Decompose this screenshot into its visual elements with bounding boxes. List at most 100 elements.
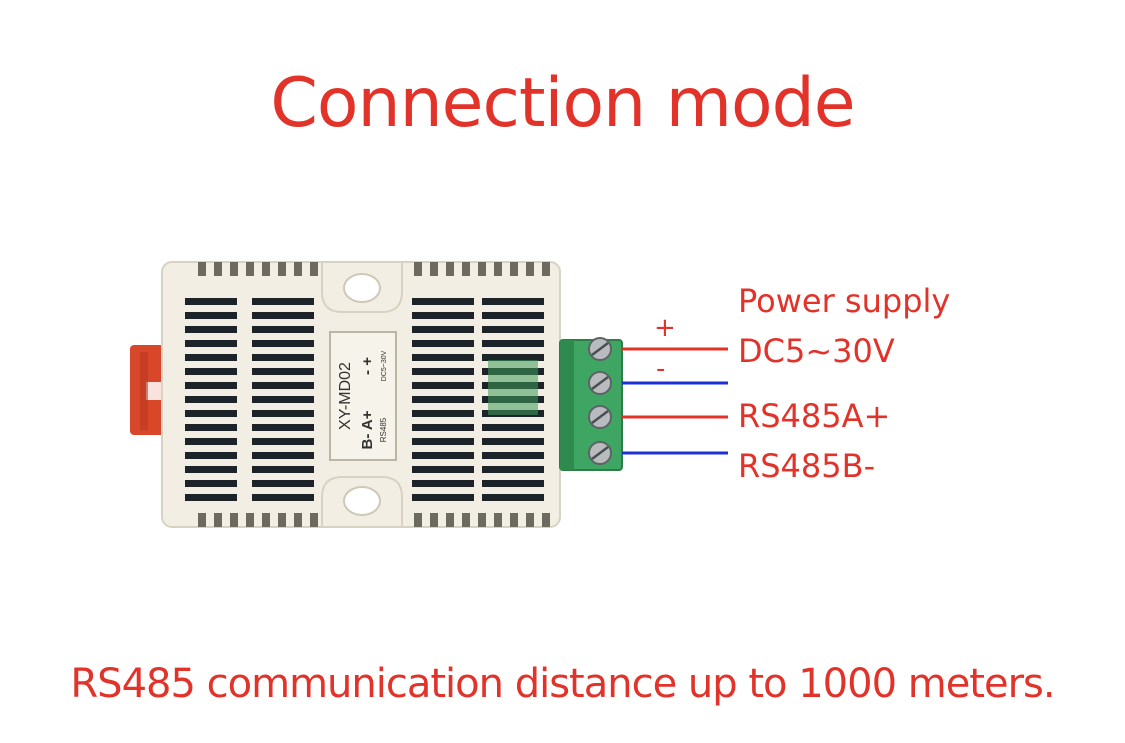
vent-slot — [252, 410, 314, 417]
label-plate: XY-MD02 B- A+ RS485 - + DC5~30V — [329, 331, 397, 461]
bottom-notch — [430, 513, 438, 527]
top-notch — [230, 262, 238, 276]
vent-slot — [252, 298, 314, 305]
vent-slot — [482, 494, 544, 501]
vent-slot — [252, 424, 314, 431]
vent-slot — [412, 326, 474, 333]
model-label: XY-MD02 — [337, 362, 354, 430]
top-notch — [214, 262, 222, 276]
power-voltage-label: DC5~30V — [738, 332, 895, 370]
vent-slot — [252, 466, 314, 473]
top-notch — [198, 262, 206, 276]
top-notch — [526, 262, 534, 276]
rs485-terminal-label: B- A+ — [359, 410, 376, 449]
vent-slot — [185, 466, 237, 473]
bottom-notch — [310, 513, 318, 527]
vent-slot — [412, 424, 474, 431]
bottom-vents — [198, 513, 550, 527]
top-notch — [246, 262, 254, 276]
vent-slot — [482, 452, 544, 459]
vent-slot — [185, 298, 237, 305]
top-notch — [510, 262, 518, 276]
vent-grid — [185, 298, 544, 501]
bottom-notch — [294, 513, 302, 527]
screw-slot — [591, 410, 609, 424]
vent-slot — [412, 396, 474, 403]
screw-slot — [591, 342, 609, 356]
vent-slot — [412, 466, 474, 473]
bottom-notch — [526, 513, 534, 527]
vent-slot — [252, 396, 314, 403]
power-terminal-label: - + — [359, 357, 376, 375]
vent-slot — [252, 326, 314, 333]
vent-slot — [185, 396, 237, 403]
vent-slot — [412, 410, 474, 417]
rs485-sub-label: RS485 — [379, 417, 388, 442]
bottom-notch — [494, 513, 502, 527]
vent-slot — [185, 354, 237, 361]
vent-slot — [252, 312, 314, 319]
vent-slot — [185, 340, 237, 347]
vent-slot — [412, 480, 474, 487]
vent-slot — [482, 480, 544, 487]
screw-slot — [591, 446, 609, 460]
bottom-notch — [446, 513, 454, 527]
vent-slot — [482, 438, 544, 445]
vent-slot — [482, 312, 544, 319]
vent-slot — [482, 424, 544, 431]
bottom-notch — [542, 513, 550, 527]
top-vents — [198, 262, 550, 276]
vent-slot — [412, 312, 474, 319]
vent-slot — [185, 312, 237, 319]
vent-slot — [482, 340, 544, 347]
vent-slot — [252, 494, 314, 501]
screw-slot — [591, 376, 609, 390]
mounting-hole-top — [321, 261, 403, 313]
bottom-notch — [510, 513, 518, 527]
power-supply-label: Power supply — [738, 282, 950, 320]
vent-slot — [482, 298, 544, 305]
top-notch — [294, 262, 302, 276]
top-notch — [262, 262, 270, 276]
distance-caption: RS485 communication distance up to 1000 … — [70, 661, 1055, 707]
power-sub-label: DC5~30V — [381, 350, 388, 381]
vent-slot — [185, 480, 237, 487]
page-title: Connection mode — [270, 64, 855, 143]
vent-slot — [252, 452, 314, 459]
bottom-notch — [230, 513, 238, 527]
top-notch — [446, 262, 454, 276]
top-notch — [278, 262, 286, 276]
terminal-block — [559, 337, 623, 471]
mounting-hole-bottom — [321, 476, 403, 528]
vent-slot — [185, 410, 237, 417]
bottom-notch — [262, 513, 270, 527]
top-notch — [414, 262, 422, 276]
bottom-notch — [278, 513, 286, 527]
bottom-notch — [462, 513, 470, 527]
bottom-notch — [198, 513, 206, 527]
vent-slot — [185, 368, 237, 375]
vent-slot — [252, 368, 314, 375]
wires — [622, 347, 728, 455]
bottom-notch — [246, 513, 254, 527]
vent-slot — [252, 438, 314, 445]
vent-slot — [252, 340, 314, 347]
bottom-notch — [214, 513, 222, 527]
bottom-notch — [414, 513, 422, 527]
minus-sign: - — [656, 354, 665, 384]
vent-slot — [412, 354, 474, 361]
bottom-notch — [478, 513, 486, 527]
vent-slot — [185, 438, 237, 445]
vent-slot — [185, 452, 237, 459]
sensor-housing: XY-MD02 B- A+ RS485 - + DC5~30V — [161, 261, 561, 528]
vent-slot — [412, 494, 474, 501]
vent-slot — [412, 368, 474, 375]
rs485b-label: RS485B- — [738, 447, 875, 485]
vent-slot — [412, 382, 474, 389]
top-notch — [462, 262, 470, 276]
vent-slot — [482, 354, 544, 361]
vent-slot — [482, 326, 544, 333]
vent-slot — [412, 298, 474, 305]
top-notch — [430, 262, 438, 276]
